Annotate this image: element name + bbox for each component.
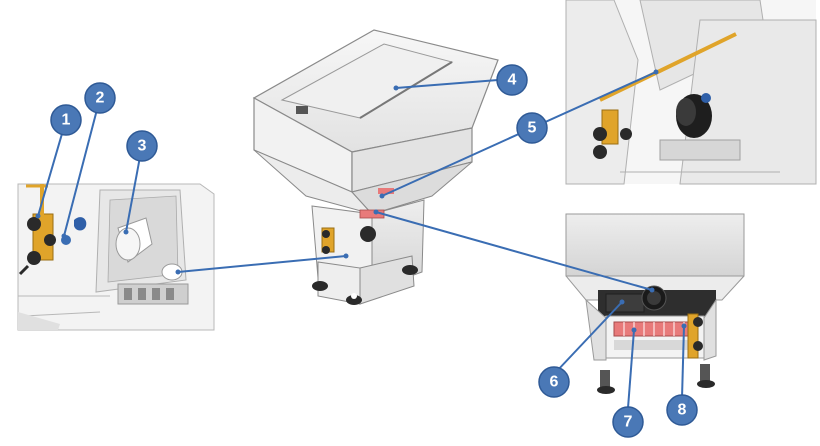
- callout-badge-2: 2: [84, 82, 116, 114]
- leader-line-5b: [531, 71, 657, 129]
- leader-line-8: [681, 325, 685, 399]
- leader-line-left-view: [177, 255, 347, 273]
- callout-badge-1: 1: [50, 104, 82, 136]
- callout-badge-8: 8: [666, 394, 698, 426]
- callout-badge-3: 3: [126, 130, 158, 162]
- callout-label-6: 6: [550, 374, 559, 391]
- callout-badge-6: 6: [538, 366, 570, 398]
- bottom-right-detail-view: [565, 213, 745, 394]
- left-detail-view: [17, 183, 215, 331]
- leader-line-7: [627, 329, 635, 409]
- leader-lines: [37, 71, 685, 409]
- leader-line-1: [37, 119, 67, 217]
- callout-badge-7: 7: [612, 406, 644, 438]
- leader-line-5: [381, 127, 533, 197]
- callout-label-2: 2: [96, 90, 105, 107]
- callout-label-8: 8: [678, 402, 687, 419]
- main-machine-view: [252, 29, 499, 305]
- callout-label-1: 1: [62, 112, 71, 129]
- callout-badge-4: 4: [496, 64, 528, 96]
- callout-label-3: 3: [138, 138, 147, 155]
- callout-label-5: 5: [528, 120, 537, 137]
- callout-badges: 1 2 3 4 5 6 7 8: [50, 64, 698, 438]
- leader-line-2: [63, 97, 101, 237]
- leader-line-bottom-view: [375, 211, 653, 291]
- leader-line-6: [555, 301, 623, 373]
- callout-badge-5: 5: [516, 112, 548, 144]
- callout-label-4: 4: [508, 72, 517, 89]
- leader-line-4: [395, 79, 499, 89]
- top-right-detail-view: [565, 0, 817, 185]
- callout-label-7: 7: [624, 414, 633, 431]
